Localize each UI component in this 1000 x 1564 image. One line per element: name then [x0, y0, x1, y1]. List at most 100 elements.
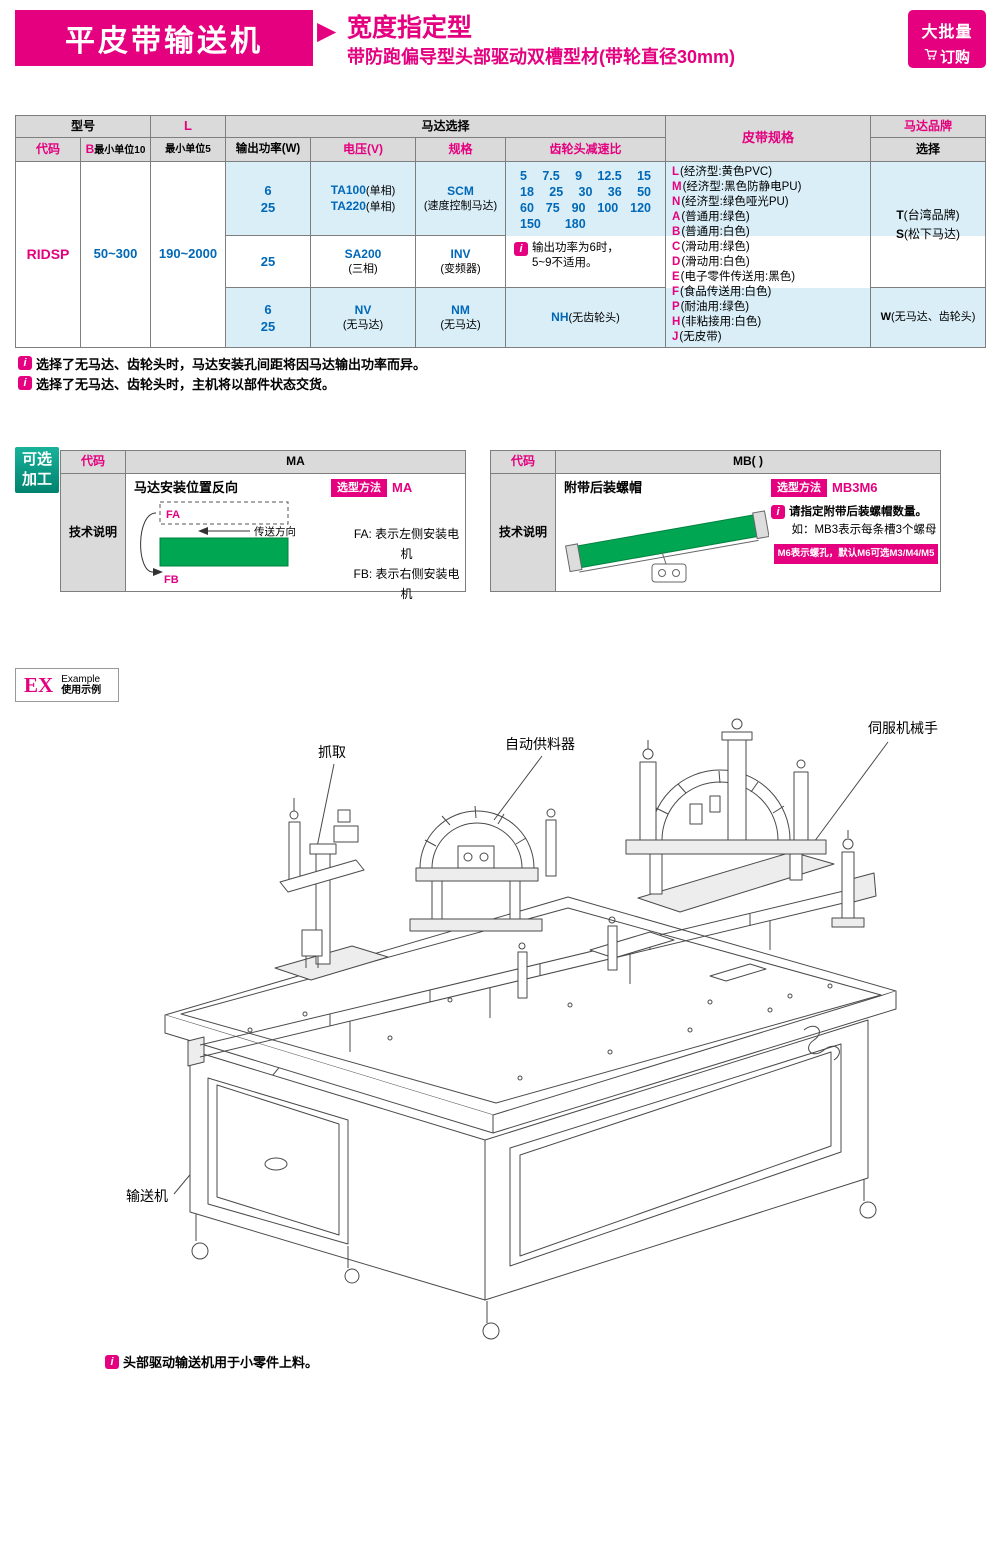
- leader-line: [315, 763, 335, 853]
- belt-item: F(食品传送用:白色): [672, 286, 772, 298]
- header-voltage: 电压(V): [311, 138, 416, 162]
- example-note: i 头部驱动输送机用于小零件上料。: [105, 1352, 318, 1371]
- ma-code-label: 代码: [61, 451, 126, 474]
- header-b-min-unit: B最小单位10: [81, 138, 151, 162]
- cell-spec-a: SCM (速度控制马达): [416, 162, 506, 236]
- machine-illustration: [164, 718, 897, 1340]
- cell-code-value: RIDSP: [16, 162, 81, 348]
- belt-item: J(无皮带): [672, 331, 722, 343]
- selection-method-badge: 选型方法: [771, 479, 827, 498]
- bulk-badge-line1: 大批量: [921, 24, 973, 41]
- order-table: 型号 L 马达选择 皮带规格 马达品牌 代码 B最小单位10 最小单位5 输出功…: [15, 115, 986, 348]
- header-output-power: 输出功率(W): [226, 138, 311, 162]
- optional-badge-line2: 加工: [21, 471, 52, 488]
- label-grab: 抓取: [318, 744, 346, 760]
- mb-method-value: MB3M6: [832, 479, 878, 495]
- example-box: EX Example 使用示例: [15, 668, 119, 702]
- belt-item: C(滑动用:绿色): [672, 241, 750, 253]
- cell-power-c: 6 25: [226, 288, 311, 348]
- header-motor-brand: 马达品牌: [871, 116, 986, 138]
- belt-item: D(滑动用:白色): [672, 256, 750, 268]
- ma-table: 代码 MA 技术说明 马达安装位置反向 选型方法 MA FA 传送方向 FB F…: [60, 450, 466, 601]
- header-model: 型号: [16, 116, 151, 138]
- example-cn: 使用示例: [61, 685, 102, 696]
- ma-code-value: MA: [126, 451, 466, 474]
- belt-item: H(非粘接用:白色): [672, 316, 762, 328]
- cart-icon: [924, 48, 938, 65]
- belt-item: P(耐油用:绿色): [672, 301, 750, 313]
- fb-label: FB: [164, 574, 179, 586]
- transport-direction-label: 传送方向: [254, 525, 296, 538]
- info-icon: i: [514, 241, 528, 256]
- belt-item: B(普通用:白色): [672, 226, 750, 238]
- cell-spec-c: NM (无马达): [416, 288, 506, 348]
- ma-tech-label: 技术说明: [61, 474, 126, 592]
- belt-item: N(经济型:绿色哑光PU): [672, 196, 789, 208]
- belt-rect: [159, 537, 289, 567]
- bulk-order-badge: 大批量 订购: [908, 10, 986, 68]
- cell-voltage-c: NV (无马达): [311, 288, 416, 348]
- selection-method-badge: 选型方法: [331, 479, 387, 498]
- motor-position-diagram: FA 传送方向 FB: [140, 501, 296, 586]
- pointer-icon: ▶: [317, 17, 337, 45]
- curve-arrow-icon: [140, 512, 157, 573]
- type-description: 带防跑偏导型头部驱动双槽型材(带轮直径30mm): [347, 47, 736, 67]
- label-servo: 伺服机械手: [868, 720, 938, 736]
- info-icon: i: [18, 376, 32, 390]
- info-icon: i: [771, 505, 785, 519]
- ma-fafb-desc: FA: 表示左侧安装电机 FB: 表示右侧安装电机: [353, 527, 460, 601]
- cell-gear-none: NH(无齿轮头): [506, 288, 666, 348]
- optional-machining-badge: 可选 加工: [15, 447, 59, 493]
- header-l: L: [151, 116, 226, 138]
- header-code: 代码: [16, 138, 81, 162]
- belt-with-nuts-illustration: [565, 510, 769, 583]
- cell-spec-b: INV (变频器): [416, 236, 506, 288]
- belt-item: M(经济型:黑色防静电PU): [672, 181, 802, 193]
- bulk-badge-line2: 订购: [939, 49, 970, 66]
- belt-item: E(电子零件传送用:黑色): [672, 271, 796, 283]
- ma-method: 选型方法 MA: [331, 479, 413, 498]
- example-en: Example: [61, 674, 101, 685]
- transport-arrow-icon: [198, 527, 208, 535]
- mb-note2: 如：MB3表示每条槽3个螺母: [791, 524, 937, 536]
- mb-tech-label: 技术说明: [491, 474, 556, 592]
- header-belt-spec: 皮带规格: [666, 116, 871, 162]
- cell-b-range: 50~300: [81, 162, 151, 348]
- nut-hole-icon: [672, 569, 680, 577]
- cell-brand-ts: T(台湾品牌) S(松下马达): [871, 162, 986, 288]
- mb-note3: M6表示螺孔，默认M6可选M3/M4/M5: [773, 544, 939, 564]
- label-feeder: 自动供料器: [505, 736, 575, 752]
- cell-power-a: 6 25: [226, 162, 311, 236]
- mb-table: 代码 MB( ) 技术说明 附带后装螺帽 选型方法 MB3M6: [490, 450, 941, 592]
- mb-title: 附带后装螺帽: [564, 480, 643, 495]
- cell-belt-specs: L(经济型:黄色PVC) M(经济型:黑色防静电PU) N(经济型:绿色哑光PU…: [666, 162, 871, 348]
- machine-example: 抓取 自动供料器 伺服机械手 输送机: [90, 700, 970, 1345]
- cell-brand-w: W(无马达、齿轮头): [871, 288, 986, 348]
- ma-content: 马达安装位置反向 选型方法 MA FA 传送方向 FB FA: 表示左侧安装电机…: [126, 474, 466, 601]
- header-spec: 规格: [416, 138, 506, 162]
- ma-title: 马达安装位置反向: [134, 480, 239, 495]
- mb-method: 选型方法 MB3M6: [771, 479, 878, 498]
- fa-label: FA: [166, 509, 180, 521]
- cell-voltage-b: SA200 (三相): [311, 236, 416, 288]
- cell-voltage-a: TA100(单相) TA220(单相): [311, 162, 416, 236]
- ma-method-value: MA: [392, 479, 413, 495]
- label-conveyor: 输送机: [126, 1188, 168, 1204]
- mb-code-value: MB( ): [556, 451, 941, 474]
- header-motor-selection: 马达选择: [226, 116, 666, 138]
- leader-line: [813, 741, 889, 843]
- page-title: 平皮带输送机: [65, 25, 263, 58]
- belt-item: L(经济型:黄色PVC): [672, 166, 773, 178]
- type-name: 宽度指定型: [347, 14, 473, 42]
- info-icon: i: [105, 1354, 119, 1369]
- header-brand-select: 选择: [871, 138, 986, 162]
- cell-l-range: 190~2000: [151, 162, 226, 348]
- ex-logo: EX: [24, 672, 54, 697]
